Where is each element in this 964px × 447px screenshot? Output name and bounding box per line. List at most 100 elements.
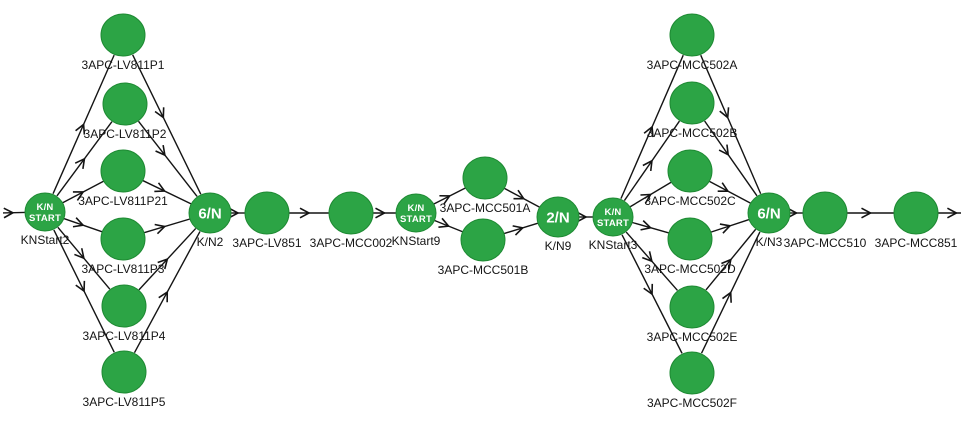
label-mcc502a: 3APC-MCC502A — [647, 58, 738, 72]
node-p4[interactable] — [101, 284, 147, 328]
label-mcc851: 3APC-MCC851 — [875, 236, 958, 250]
node-mcc002[interactable] — [328, 191, 374, 235]
arrowhead-icon — [439, 194, 452, 205]
node-mcc502c[interactable] — [667, 149, 713, 193]
edge-knstart2-p3 — [63, 217, 103, 233]
node-mcc501b[interactable] — [460, 218, 506, 262]
arrowhead-icon — [72, 217, 85, 228]
node-mcc502a[interactable] — [669, 13, 715, 57]
node-mcc502b[interactable] — [669, 81, 715, 125]
edge-knstart3-mcc502f — [621, 234, 683, 354]
edge-kn3-mcc510 — [787, 207, 803, 219]
edge-knstart3-mcc502e — [625, 231, 679, 291]
edge-knstart3-mcc502b — [623, 120, 681, 201]
label-mcc502c: 3APC-MCC502C — [644, 194, 736, 208]
label-mcc502e: 3APC-MCC502E — [647, 330, 738, 344]
label-mcc510: 3APC-MCC510 — [784, 236, 867, 250]
node-p21[interactable] — [100, 149, 146, 193]
arrowhead-icon — [640, 220, 653, 231]
label-p21: 3APC-LV811P21 — [78, 194, 168, 208]
edge-p1-kn2 — [132, 54, 202, 195]
arrowhead-icon — [719, 107, 730, 120]
label-p5: 3APC-LV811P5 — [83, 395, 166, 409]
start-text-line2: START — [29, 213, 61, 224]
node-lv851[interactable] — [244, 191, 290, 235]
edge-knstart3-mcc502c — [629, 181, 672, 208]
edge-p4-kn2 — [138, 227, 197, 291]
arrowhead-icon — [155, 144, 166, 157]
node-p1[interactable] — [100, 13, 146, 57]
gate-text: 6/N — [198, 206, 221, 223]
start-text-line1: K/N — [408, 203, 425, 214]
edge-mcc502c-kn3 — [709, 180, 751, 204]
edge-knstart2-p21 — [62, 180, 104, 204]
label-mcc501b: 3APC-MCC501B — [438, 263, 529, 277]
start-text-line1: K/N — [37, 202, 54, 213]
node-mcc502d[interactable] — [667, 217, 713, 261]
arrowhead-icon — [438, 217, 451, 229]
label-mcc502d: 3APC-MCC502D — [644, 262, 736, 276]
arrowhead-icon — [154, 182, 167, 193]
arrowhead-icon — [74, 157, 86, 170]
arrowhead-icon — [74, 248, 85, 260]
node-kn3[interactable]: 6/N — [747, 192, 791, 234]
node-mcc851[interactable] — [893, 191, 939, 235]
label-p4: 3APC-LV811P4 — [83, 329, 166, 343]
edge-mcc502e-kn3 — [705, 228, 757, 291]
edge-lv851-mcc002 — [289, 207, 329, 219]
node-mcc502f[interactable] — [669, 351, 715, 395]
node-p5[interactable] — [101, 350, 147, 394]
start-text-line2: START — [400, 214, 432, 225]
arrowhead-icon — [154, 107, 165, 120]
edge-mcc502d-kn3 — [710, 218, 750, 234]
arrowhead-icon — [75, 280, 86, 293]
label-mcc502f: 3APC-MCC502F — [647, 396, 737, 410]
edge-mcc502a-kn3 — [700, 54, 762, 195]
edge-mcc510-mcc851 — [847, 207, 894, 219]
node-kn9[interactable]: 2/N — [536, 196, 580, 238]
label-p1: 3APC-LV811P1 — [82, 58, 165, 72]
edge-p21-kn2 — [142, 179, 192, 205]
arrowhead-icon — [787, 207, 799, 219]
arrowhead-icon — [642, 251, 653, 263]
label-knstart3: KNStart3 — [589, 238, 638, 252]
arrowhead-icon — [512, 225, 525, 236]
node-p3[interactable] — [100, 217, 146, 261]
node-kn2[interactable]: 6/N — [188, 192, 232, 234]
label-knstart2: KNStart2 — [21, 233, 70, 247]
arrowhead-icon — [642, 159, 653, 172]
edge-knstart2-p4 — [57, 226, 111, 290]
label-mcc002: 3APC-MCC002 — [310, 236, 393, 250]
arrowhead-icon — [513, 189, 526, 200]
arrowhead-icon — [75, 122, 86, 135]
arrowhead-icon — [719, 223, 732, 234]
start-text-line1: K/N — [605, 207, 622, 218]
edge-p2-kn2 — [137, 120, 198, 197]
arrowhead-icon — [228, 207, 240, 219]
arrowhead-icon — [721, 258, 732, 270]
edge-mcc002-knstart9 — [373, 207, 396, 219]
arrowhead-icon — [643, 283, 654, 296]
edge-knstart3-mcc502a — [620, 54, 684, 199]
label-mcc501a: 3APC-MCC501A — [440, 201, 531, 215]
arrowhead-icon — [643, 125, 654, 138]
label-kn3: K/N3 — [756, 235, 783, 249]
arrowhead-icon — [154, 223, 167, 235]
label-kn9: K/N9 — [545, 239, 572, 253]
edge-p5-kn2 — [133, 231, 201, 353]
node-mcc501a[interactable] — [462, 156, 508, 200]
edge-mcc501a-kn9 — [504, 187, 540, 208]
node-mcc502e[interactable] — [669, 285, 715, 329]
edge-knstart2-p5 — [53, 229, 115, 353]
edge-mcc501b-kn9 — [503, 222, 539, 236]
node-mcc510[interactable] — [802, 191, 848, 235]
arrowhead-icon — [158, 290, 169, 303]
arrowhead-icon — [640, 193, 653, 204]
edge-mcc851-out — [938, 207, 961, 219]
edge-kn2-lv851 — [228, 207, 245, 219]
node-p2[interactable] — [102, 82, 148, 126]
